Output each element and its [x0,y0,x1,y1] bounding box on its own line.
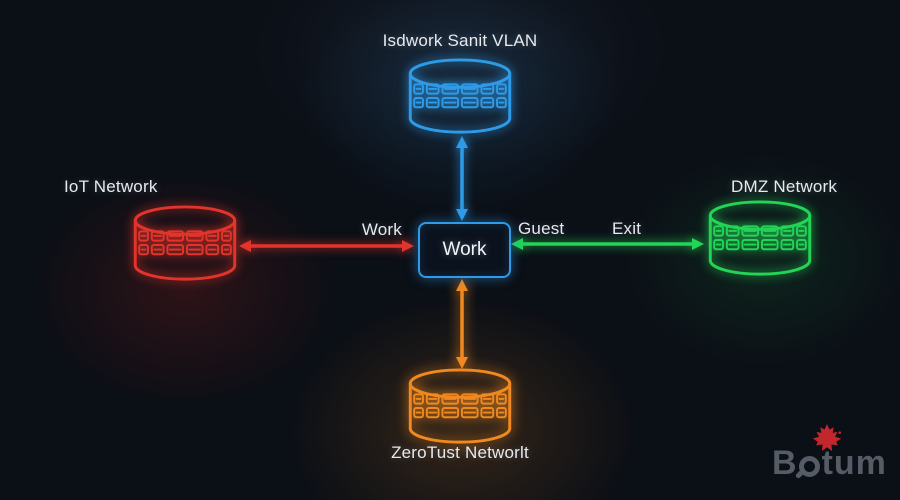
edge-label-guest: Guest [518,219,565,238]
zerotrust-node-label: ZeroTust Networlt [391,443,529,462]
iot-node-label: IoT Network [64,177,158,196]
zerotrust-database-cylinder-icon [408,368,512,444]
edge-label-exit: Exit [612,219,642,238]
vlan-database-cylinder-icon [408,58,512,134]
hub-node-label: Work [442,239,487,260]
arrow-iot-hub [239,240,414,252]
arrow-hub-zerotrust [456,279,468,369]
logo-suffix: tum [821,443,887,482]
dmz-node-label: DMZ Network [731,177,838,196]
dmz-database-cylinder-icon [708,200,812,276]
edge-label-work: Work [361,220,402,239]
arrow-vlan-hub [456,136,468,221]
botum-logo: B tum [772,441,887,485]
vlan-node-label: Isdwork Sanit VLAN [382,31,538,50]
magnifier-icon [794,455,820,479]
iot-database-cylinder-icon [133,205,237,281]
hub-node-box: Work [418,222,511,278]
logo-prefix: B [772,443,798,482]
arrow-hub-dmz [511,238,704,250]
